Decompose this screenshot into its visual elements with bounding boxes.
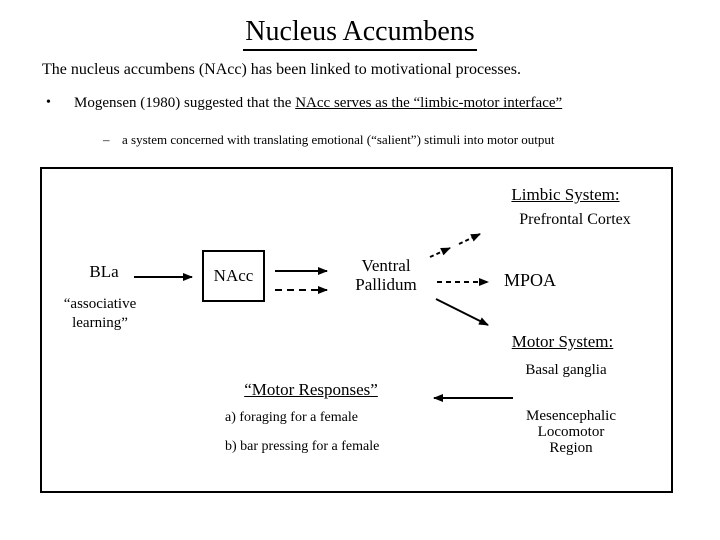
- mlr-line1: Mesencephalic: [526, 408, 616, 424]
- motor-system-heading: Motor System:: [511, 332, 614, 351]
- diagram-frame: [40, 167, 673, 493]
- bullet-text-underlined: NAcc serves as the “limbic-motor interfa…: [295, 95, 563, 111]
- response-item-a: a) foraging for a female: [225, 410, 358, 425]
- basal-ganglia-label: Basal ganglia: [525, 362, 607, 378]
- prefrontal-cortex-label: Prefrontal Cortex: [519, 211, 631, 228]
- motor-responses-heading: “Motor Responses”: [244, 380, 378, 399]
- bullet-item: • Mogensen (1980) suggested that the NAcc…: [46, 95, 562, 112]
- mlr-line2: Locomotor: [537, 424, 605, 440]
- sub-bullet-item: –a system concerned with translating emo…: [103, 132, 555, 148]
- response-item-b: b) bar pressing for a female: [225, 439, 380, 454]
- limbic-system-heading: Limbic System:: [511, 185, 620, 204]
- bla-label: BLa: [89, 262, 119, 281]
- title-row: Nucleus Accumbens: [0, 16, 720, 51]
- mlr-line3: Region: [549, 440, 593, 456]
- ventral-line2: Pallidum: [355, 275, 417, 294]
- sub-bullet-marker: –: [103, 132, 110, 147]
- mesencephalic-locomotor-region-label: Mesencephalic Locomotor Region: [510, 408, 632, 456]
- associative-line1: “associative: [63, 296, 137, 312]
- ventral-pallidum-label: Ventral Pallidum: [344, 256, 428, 294]
- nacc-label: NAcc: [213, 266, 254, 285]
- associative-learning-label: “associative learning”: [50, 295, 150, 333]
- page-title: Nucleus Accumbens: [243, 16, 477, 51]
- bullet-text: Mogensen (1980) suggested that the: [74, 95, 296, 111]
- intro-text: The nucleus accumbens (NAcc) has been li…: [42, 61, 521, 78]
- mpoa-label: MPOA: [504, 270, 557, 290]
- bullet-marker: •: [46, 95, 51, 110]
- associative-line2: learning”: [72, 315, 128, 331]
- ventral-line1: Ventral: [361, 256, 411, 275]
- nacc-node: NAcc: [202, 250, 265, 302]
- sub-bullet-text: a system concerned with translating emot…: [122, 132, 555, 147]
